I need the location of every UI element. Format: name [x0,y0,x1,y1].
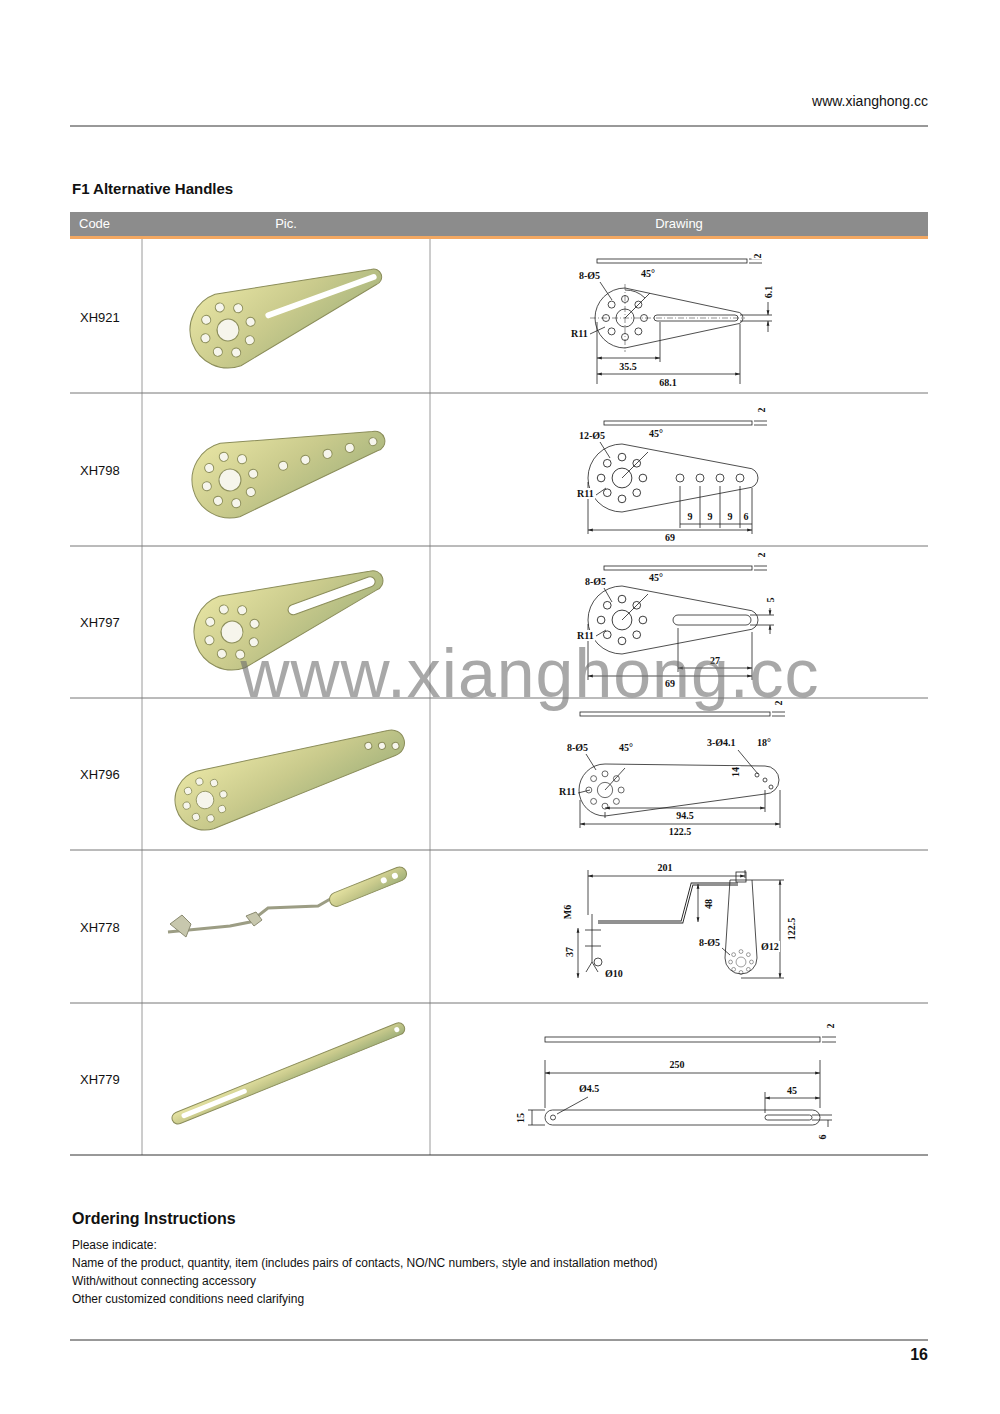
dimension-label: R11 [558,786,577,797]
dimension-label: 122.5 [786,917,797,942]
dimension-label: 45° [618,742,634,753]
dimension-label: 2 [752,253,763,260]
dimension-label: 2 [756,552,767,559]
table-header-cell: Drawing [430,212,928,236]
dimension-label: 3-Ø4.1 [706,737,737,748]
dimension-label: 8-Ø5 [578,270,601,281]
dimension-label: 37 [564,946,575,958]
table-grid [70,126,928,1340]
dimension-label: 48 [703,898,714,910]
dimension-label: Ø4.5 [578,1083,600,1094]
page-number: 16 [910,1346,928,1364]
dimension-label: 2 [825,1023,836,1030]
dimension-label: 8-Ø5 [698,937,721,948]
product-code: XH921 [80,311,120,325]
dimension-label: Ø12 [760,941,780,952]
dimension-label: 18° [756,737,772,748]
table-header-cell: Pic. [142,212,430,236]
instruction-text: Please indicate: [72,1239,157,1252]
dimension-label: R11 [576,488,595,499]
dimension-label: 12-Ø5 [578,430,606,441]
product-code: XH778 [80,921,120,935]
product-code: XH796 [80,768,120,782]
dimension-label: M6 [562,904,573,920]
heading: Ordering Instructions [72,1210,236,1228]
product-code: XH798 [80,464,120,478]
header-label: Pic. [275,217,297,231]
product-code: XH779 [80,1073,120,1087]
dimension-label: 94.5 [675,810,695,821]
dimension-label: Ø10 [604,968,624,979]
dimension-label: 9 [707,511,714,522]
dimension-label: 45° [640,268,656,279]
dimension-label: 201 [657,862,674,873]
instruction-text: Name of the product, quantity, item (inc… [72,1257,657,1270]
dimension-label: 9 [687,511,694,522]
table-header-cell: Code [70,212,142,236]
instruction-text: Other customized conditions need clarify… [72,1293,304,1306]
dimension-label: 45° [648,572,664,583]
dimension-label: 14 [730,766,741,778]
dimension-label: 6 [817,1134,828,1141]
dimension-label: R11 [570,328,589,339]
dimension-label: 68.1 [658,377,678,388]
dimension-label: 6 [743,511,750,522]
dimension-label: 8-Ø5 [566,742,589,753]
dimension-label: 15 [515,1112,526,1124]
dimension-label: 69 [664,532,676,543]
header-label: Code [79,217,110,231]
dimension-label: 122.5 [668,826,693,837]
dimension-label: 6.1 [763,285,774,300]
dimension-label: 45 [786,1085,798,1096]
product-code: XH797 [80,616,120,630]
dimension-label: 45° [648,428,664,439]
dimension-label: 2 [756,407,767,414]
instruction-text: With/without connecting accessory [72,1275,256,1288]
site-url: www.xianghong.cc [812,94,928,109]
header-label: Drawing [655,217,703,231]
dimension-label: 5 [765,597,776,604]
dimension-label: 35.5 [618,361,638,372]
dimension-label: 250 [669,1059,686,1070]
section-title: F1 Alternative Handles [72,181,233,198]
dimension-label: 9 [727,511,734,522]
watermark: www.xianghong.cc [240,636,819,711]
dimension-label: 8-Ø5 [584,576,607,587]
